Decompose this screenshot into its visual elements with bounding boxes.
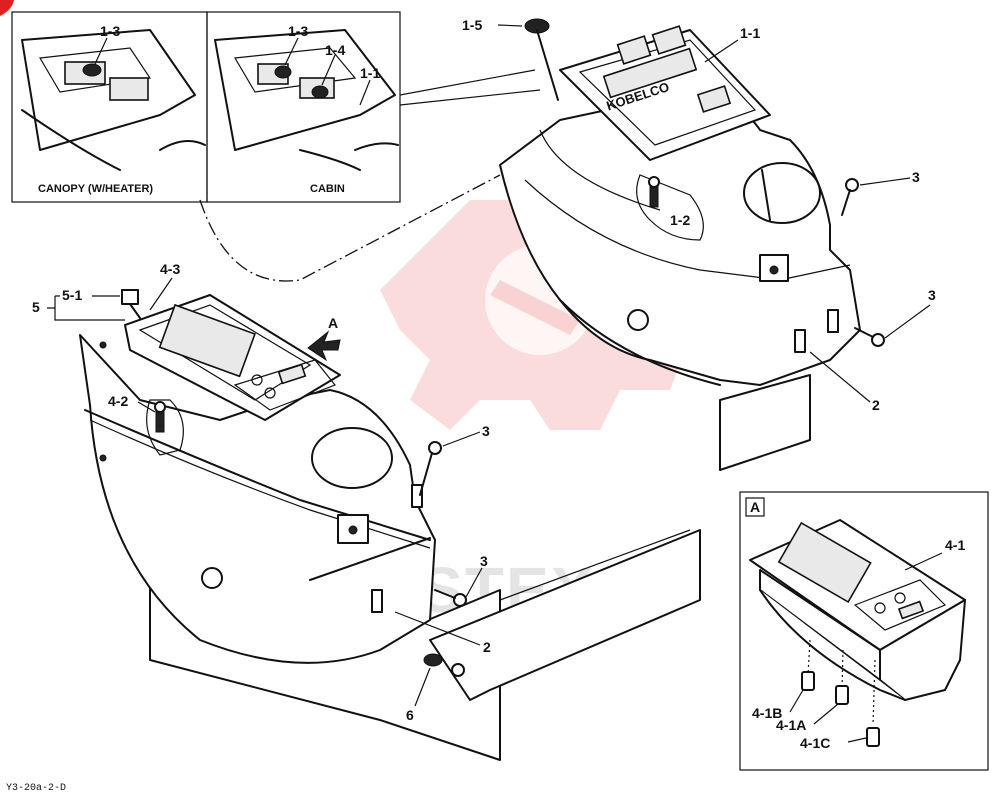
callout-3-mid: 3 (482, 423, 490, 439)
detail-tag-A: A (750, 499, 760, 515)
callout-1-5: 1-5 (462, 17, 482, 33)
callout-2-right: 2 (872, 397, 880, 413)
bulb-4-1B-icon (801, 671, 815, 691)
corner-mark (0, 0, 14, 16)
bulb-4-1C-icon (866, 727, 880, 747)
inset-leader-top (399, 69, 536, 96)
callout-6: 6 (406, 707, 414, 723)
key-5-1-icon (121, 289, 141, 319)
inset-canopy (11, 11, 208, 203)
callout-2-lower: 2 (483, 639, 491, 655)
callout-1-4: 1-4 (325, 42, 345, 58)
screw-1-2-icon (648, 176, 660, 208)
cabin-caption: CABIN (310, 183, 345, 195)
inset-leader-bottom (399, 89, 541, 106)
callout-4-1A: 4-1A (776, 717, 806, 733)
view-arrow-icon (307, 330, 341, 362)
callout-4-2: 4-2 (108, 393, 128, 409)
left-console (79, 294, 701, 761)
callout-5: 5 (32, 299, 40, 315)
knob-1-5-icon (524, 18, 559, 101)
inset-cabin (206, 11, 401, 203)
bulb-4-1A-icon (835, 685, 849, 705)
callout-1-2: 1-2 (670, 212, 690, 228)
callout-3-lower: 3 (480, 553, 488, 569)
screw-3-upper-icon (841, 178, 859, 216)
screw-4-2-icon (154, 401, 166, 433)
callout-3-upper: 3 (912, 169, 920, 185)
plug-6-icon (423, 653, 443, 667)
callout-1-1: 1-1 (740, 25, 760, 41)
drawing-code: Y3-20a-2-D (6, 783, 66, 794)
right-console: KOBELCO (199, 25, 861, 471)
screw-3-right-icon (854, 327, 885, 347)
callout-4-3: 4-3 (160, 261, 180, 277)
detail-view-A (739, 491, 989, 771)
callout-4-1: 4-1 (945, 537, 965, 553)
arrow-label-A: A (328, 315, 338, 331)
callout-4-1C: 4-1C (800, 735, 830, 751)
callout-1-3-cabin: 1-3 (288, 23, 308, 39)
callout-4-1B: 4-1B (752, 705, 782, 721)
callout-1-1-inset: 1-1 (360, 65, 380, 81)
callout-5-bracket (47, 295, 125, 321)
callout-5-1: 5-1 (62, 287, 82, 303)
callout-1-3-canopy: 1-3 (100, 23, 120, 39)
screw-3-lower-icon (434, 589, 467, 607)
callout-3-right: 3 (928, 287, 936, 303)
canopy-caption: CANOPY (W/HEATER) (38, 183, 153, 195)
screw-3-mid-icon (419, 441, 442, 496)
